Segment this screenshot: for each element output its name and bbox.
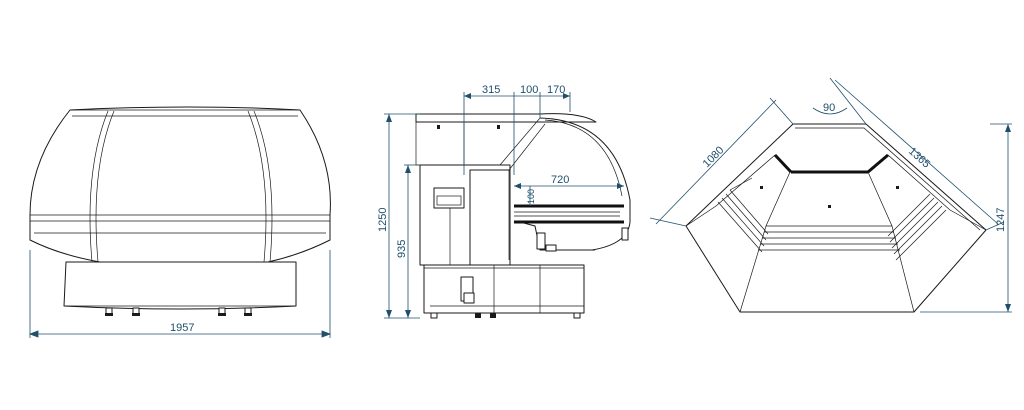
side-dim-315-label: 315 xyxy=(482,84,500,96)
side-height-dimensions: 1250 935 xyxy=(377,113,420,319)
corner-right-shelves xyxy=(887,193,947,261)
corner-height-dimension: 1247 xyxy=(920,123,1012,313)
corner-left-dimension: 1080 xyxy=(649,97,794,227)
side-dim-100-label: 100 xyxy=(520,84,538,96)
corner-left-dim-label: 1080 xyxy=(701,144,727,170)
corner-right-dim-label: 1365 xyxy=(906,145,932,170)
corner-left-shelves xyxy=(717,177,769,253)
side-counter-height-label: 935 xyxy=(396,240,408,258)
corner-angle-label: 90 xyxy=(823,102,835,114)
side-body-upper xyxy=(419,164,511,266)
front-canopy-outline xyxy=(29,106,331,263)
side-feet xyxy=(430,312,581,319)
front-width-label: 1957 xyxy=(170,322,194,334)
side-inner-100-label: 100 xyxy=(526,189,536,204)
side-view: 1250 935 315 100 170 720 100 xyxy=(377,84,631,319)
side-top-cover xyxy=(415,113,597,123)
front-base xyxy=(63,261,297,310)
side-inner-dimensions: 720 100 xyxy=(514,174,624,206)
front-width-dimension: 1957 xyxy=(28,250,332,338)
side-total-height-label: 1250 xyxy=(377,208,389,232)
side-base-frame xyxy=(423,264,585,314)
front-feet xyxy=(105,307,252,316)
side-inner-720-label: 720 xyxy=(551,174,569,186)
corner-center-shelves xyxy=(758,225,900,251)
corner-view: 90 1080 1365 1247 xyxy=(649,77,1012,313)
front-view: 1957 xyxy=(28,106,332,338)
corner-outer-outline xyxy=(685,123,987,313)
side-dim-170-label: 170 xyxy=(547,84,565,96)
corner-height-label: 1247 xyxy=(995,208,1007,232)
side-top-dimensions: 315 100 170 xyxy=(463,84,571,175)
corner-right-dimension: 1365 xyxy=(829,77,1005,231)
side-glass xyxy=(539,117,631,251)
